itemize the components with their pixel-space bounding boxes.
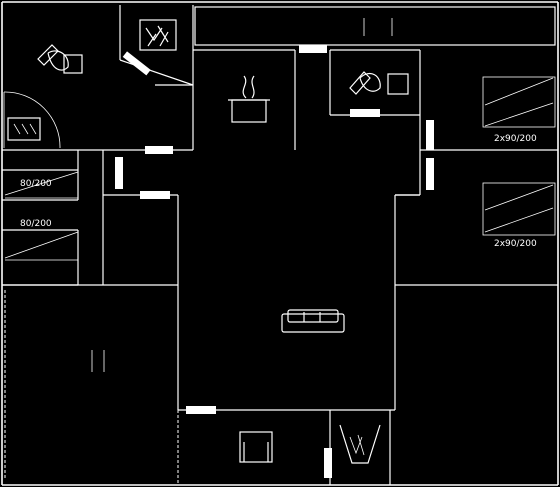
toilet-icon <box>37 44 83 74</box>
door[interactable] <box>140 191 170 199</box>
door[interactable] <box>115 157 123 189</box>
fireplace-icon <box>339 424 381 464</box>
door[interactable] <box>122 51 151 76</box>
door[interactable] <box>350 109 380 117</box>
double-bed-2: 2x90/200 <box>395 150 558 286</box>
door[interactable] <box>324 448 332 478</box>
single-bed-1: 80/200 <box>2 150 79 201</box>
sink-icon <box>7 117 41 141</box>
doors <box>115 45 434 478</box>
double-bed-1: 2x90/200 <box>419 76 558 151</box>
bed-label: 2x90/200 <box>494 239 537 249</box>
wardrobe-strip <box>194 6 556 46</box>
single-bed-2: 80/200 <box>2 219 79 286</box>
door[interactable] <box>186 406 216 414</box>
bed-label: 80/200 <box>20 219 52 229</box>
bed-label: 80/200 <box>20 179 52 189</box>
shower-icon <box>139 19 177 51</box>
door-swing-arc <box>3 91 61 149</box>
toilet-icon <box>349 71 409 95</box>
left-lower-room <box>4 290 105 480</box>
door[interactable] <box>299 45 327 53</box>
table-icon <box>239 431 273 463</box>
left-bedroom-walls <box>2 150 178 286</box>
bed-label: 2x90/200 <box>494 134 537 144</box>
door[interactable] <box>426 158 434 190</box>
sofa-icon <box>281 309 345 333</box>
door[interactable] <box>426 120 434 150</box>
living-walls <box>177 49 421 411</box>
stove-icon <box>228 75 270 123</box>
bathroom-1-walls <box>2 5 194 151</box>
door[interactable] <box>145 146 173 154</box>
